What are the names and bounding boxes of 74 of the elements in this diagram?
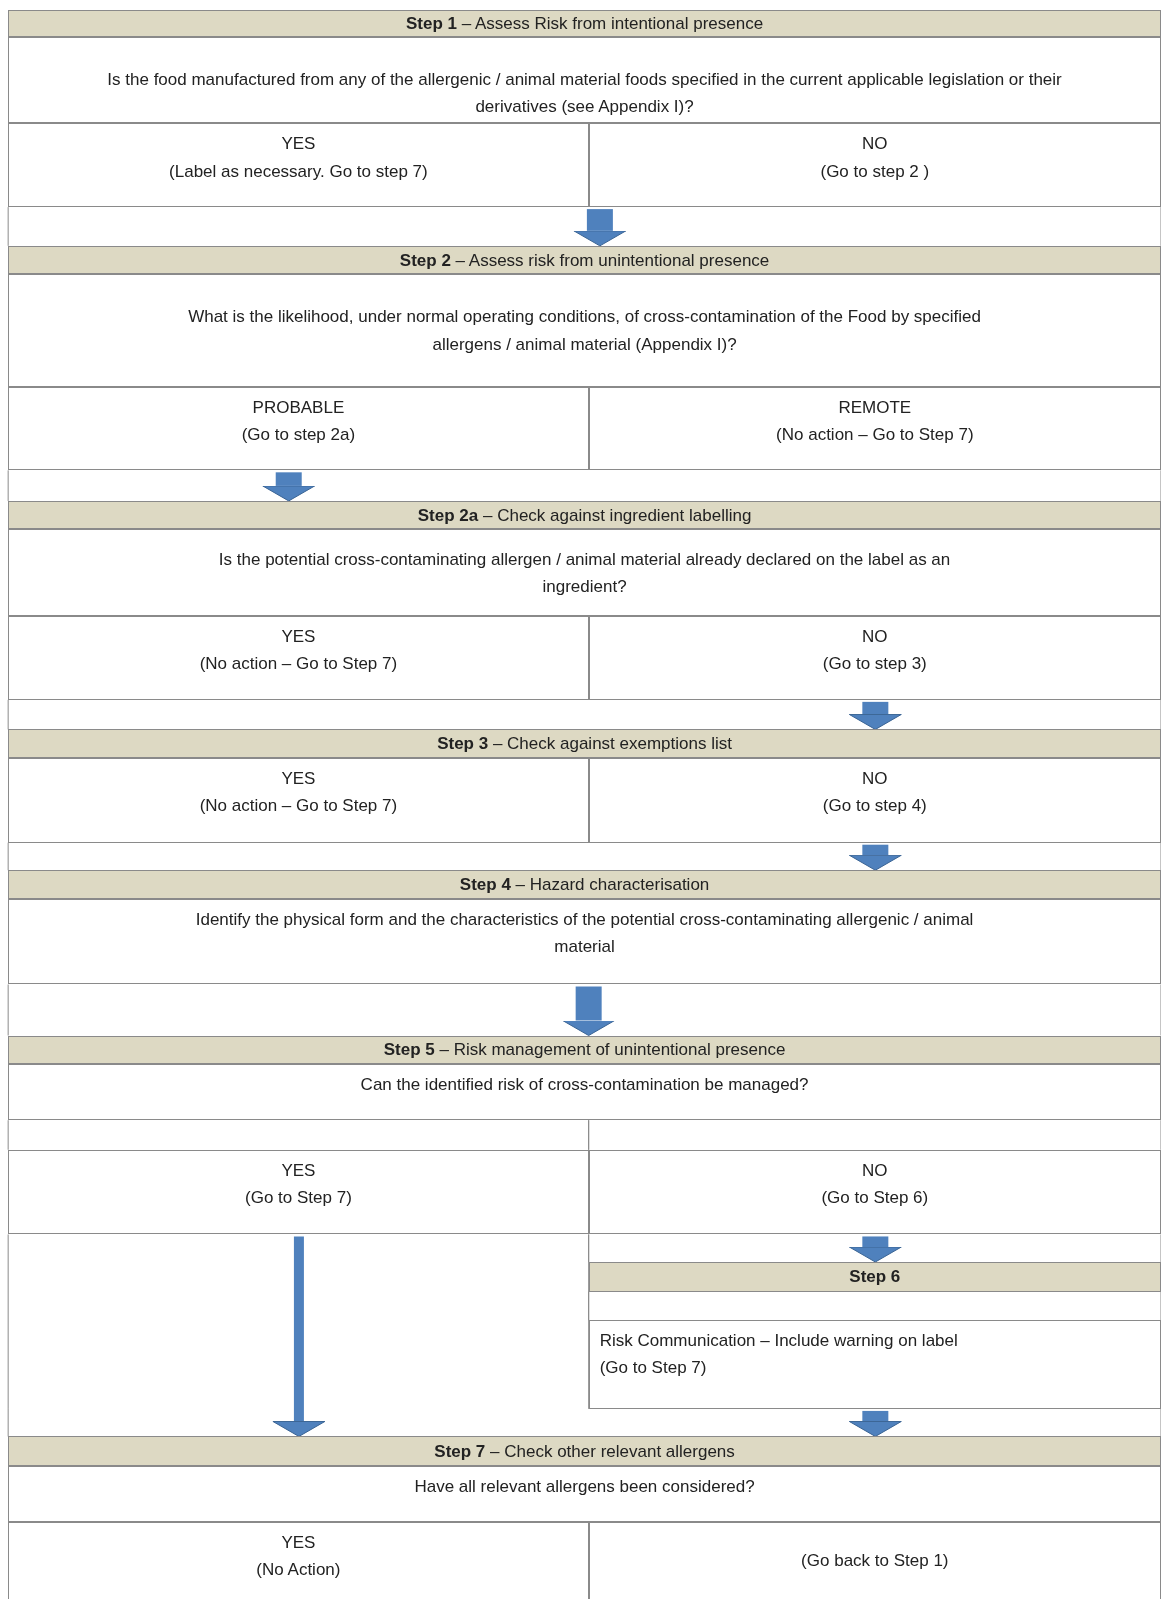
question-text: Is the food manufactured from any of the allergenic / animal material foods specified in the current applicable legislation or their derivatives (see Appendix I)? <box>106 69 1063 119</box>
answer-text: YES <box>281 768 316 790</box>
answer-text: (Go back to Step 1) <box>801 1550 949 1573</box>
step-header-band <box>8 245 1161 275</box>
step-heading: Step 3 – Check against exemptions list <box>437 733 732 756</box>
answer-panel <box>8 758 589 843</box>
question-panel <box>8 274 1161 387</box>
answer-text: (No Action) <box>256 1559 341 1582</box>
answer-text: NO <box>862 626 888 649</box>
down-arrow <box>573 209 627 247</box>
answer-panel <box>8 1149 589 1235</box>
step-heading: Step 6 <box>849 1266 901 1289</box>
step-header-band <box>8 1436 1161 1467</box>
answer-text: YES <box>281 133 316 156</box>
question-text: What is the likelihood, under normal operating conditions, of cross-contamination of the Food by specified allergens / animal material (Appendix I)? <box>187 306 982 356</box>
answer-panel <box>588 123 1161 208</box>
answer-text: (No action – Go to Step 7) <box>199 795 398 818</box>
step-header-band <box>8 1035 1161 1065</box>
step-heading: Step 2 – Assess risk from unintentional presence <box>399 249 770 272</box>
answer-panel <box>8 123 589 208</box>
question-panel <box>8 36 1161 124</box>
answer-text: NO <box>862 768 888 790</box>
answer-text: (No action – Go to Step 7) <box>199 653 398 676</box>
answer-panel <box>8 616 589 700</box>
step-heading: Step 5 – Risk management of unintentional presence <box>383 1039 786 1062</box>
question-text: Identify the physical form and the characteristics of the potential cross-contaminating allergenic / animal material <box>194 908 975 958</box>
step-header-band <box>8 729 1161 758</box>
question-text: Is the potential cross-contaminating allergen / animal material already declared on the label as an ingredient? <box>217 548 952 598</box>
step-header-band <box>8 500 1161 530</box>
question-panel <box>8 1064 1161 1121</box>
answer-panel <box>588 1522 1161 1599</box>
answer-text: YES <box>281 1532 316 1555</box>
answer-panel <box>8 1522 589 1599</box>
question-panel <box>8 1466 1161 1523</box>
question-text: Have all relevant allergens been considered? <box>414 1476 755 1499</box>
step-heading: Step 4 – Hazard characterisation <box>459 873 710 896</box>
down-arrow <box>848 1236 902 1263</box>
answer-text: YES <box>281 626 316 649</box>
down-arrow <box>262 472 316 502</box>
step-heading: Step 7 – Check other relevant allergens <box>434 1440 735 1463</box>
step-header-band <box>8 870 1161 899</box>
answer-text: REMOTE <box>838 396 912 419</box>
answer-text: (Go to step 3) <box>822 653 927 676</box>
answer-text: PROBABLE <box>252 396 345 419</box>
answer-panel <box>588 1320 1161 1409</box>
answer-text: (Go to Step 6) <box>821 1186 929 1209</box>
answer-text: NO <box>862 1159 888 1182</box>
down-arrow <box>848 1410 902 1437</box>
answer-text: Risk Communication – Include warning on label <box>599 1330 958 1353</box>
down-arrow <box>848 844 902 871</box>
answer-text: (Go to step 2 ) <box>820 160 930 183</box>
answer-panel <box>588 1149 1161 1235</box>
down-arrow <box>562 986 616 1036</box>
step-heading: Step 2a – Check against ingredient labelling <box>417 504 752 527</box>
step-heading: Step 1 – Assess Risk from intentional presence <box>405 12 764 35</box>
answer-panel <box>8 386 589 471</box>
answer-panel <box>588 616 1161 700</box>
step-header-band <box>8 10 1161 37</box>
answer-text: (Go to Step 7) <box>245 1186 352 1209</box>
answer-text: (Go to step 2a) <box>241 423 356 446</box>
step-header-band <box>588 1262 1161 1292</box>
answer-text: (Label as necessary. Go to step 7) <box>169 160 428 183</box>
question-text: Can the identified risk of cross-contamination be managed? <box>360 1074 809 1097</box>
question-panel <box>8 529 1161 617</box>
answer-panel <box>588 386 1161 471</box>
answer-text: (Go to step 4) <box>822 795 927 818</box>
question-panel <box>8 898 1161 985</box>
answer-text: YES <box>281 1159 316 1182</box>
answer-text: (No action – Go to Step 7) <box>776 423 974 446</box>
answer-text: NO <box>862 133 888 156</box>
answer-panel <box>588 758 1161 843</box>
down-arrow <box>848 701 902 730</box>
down-arrow <box>272 1236 326 1437</box>
answer-text: (Go to Step 7) <box>599 1357 707 1380</box>
